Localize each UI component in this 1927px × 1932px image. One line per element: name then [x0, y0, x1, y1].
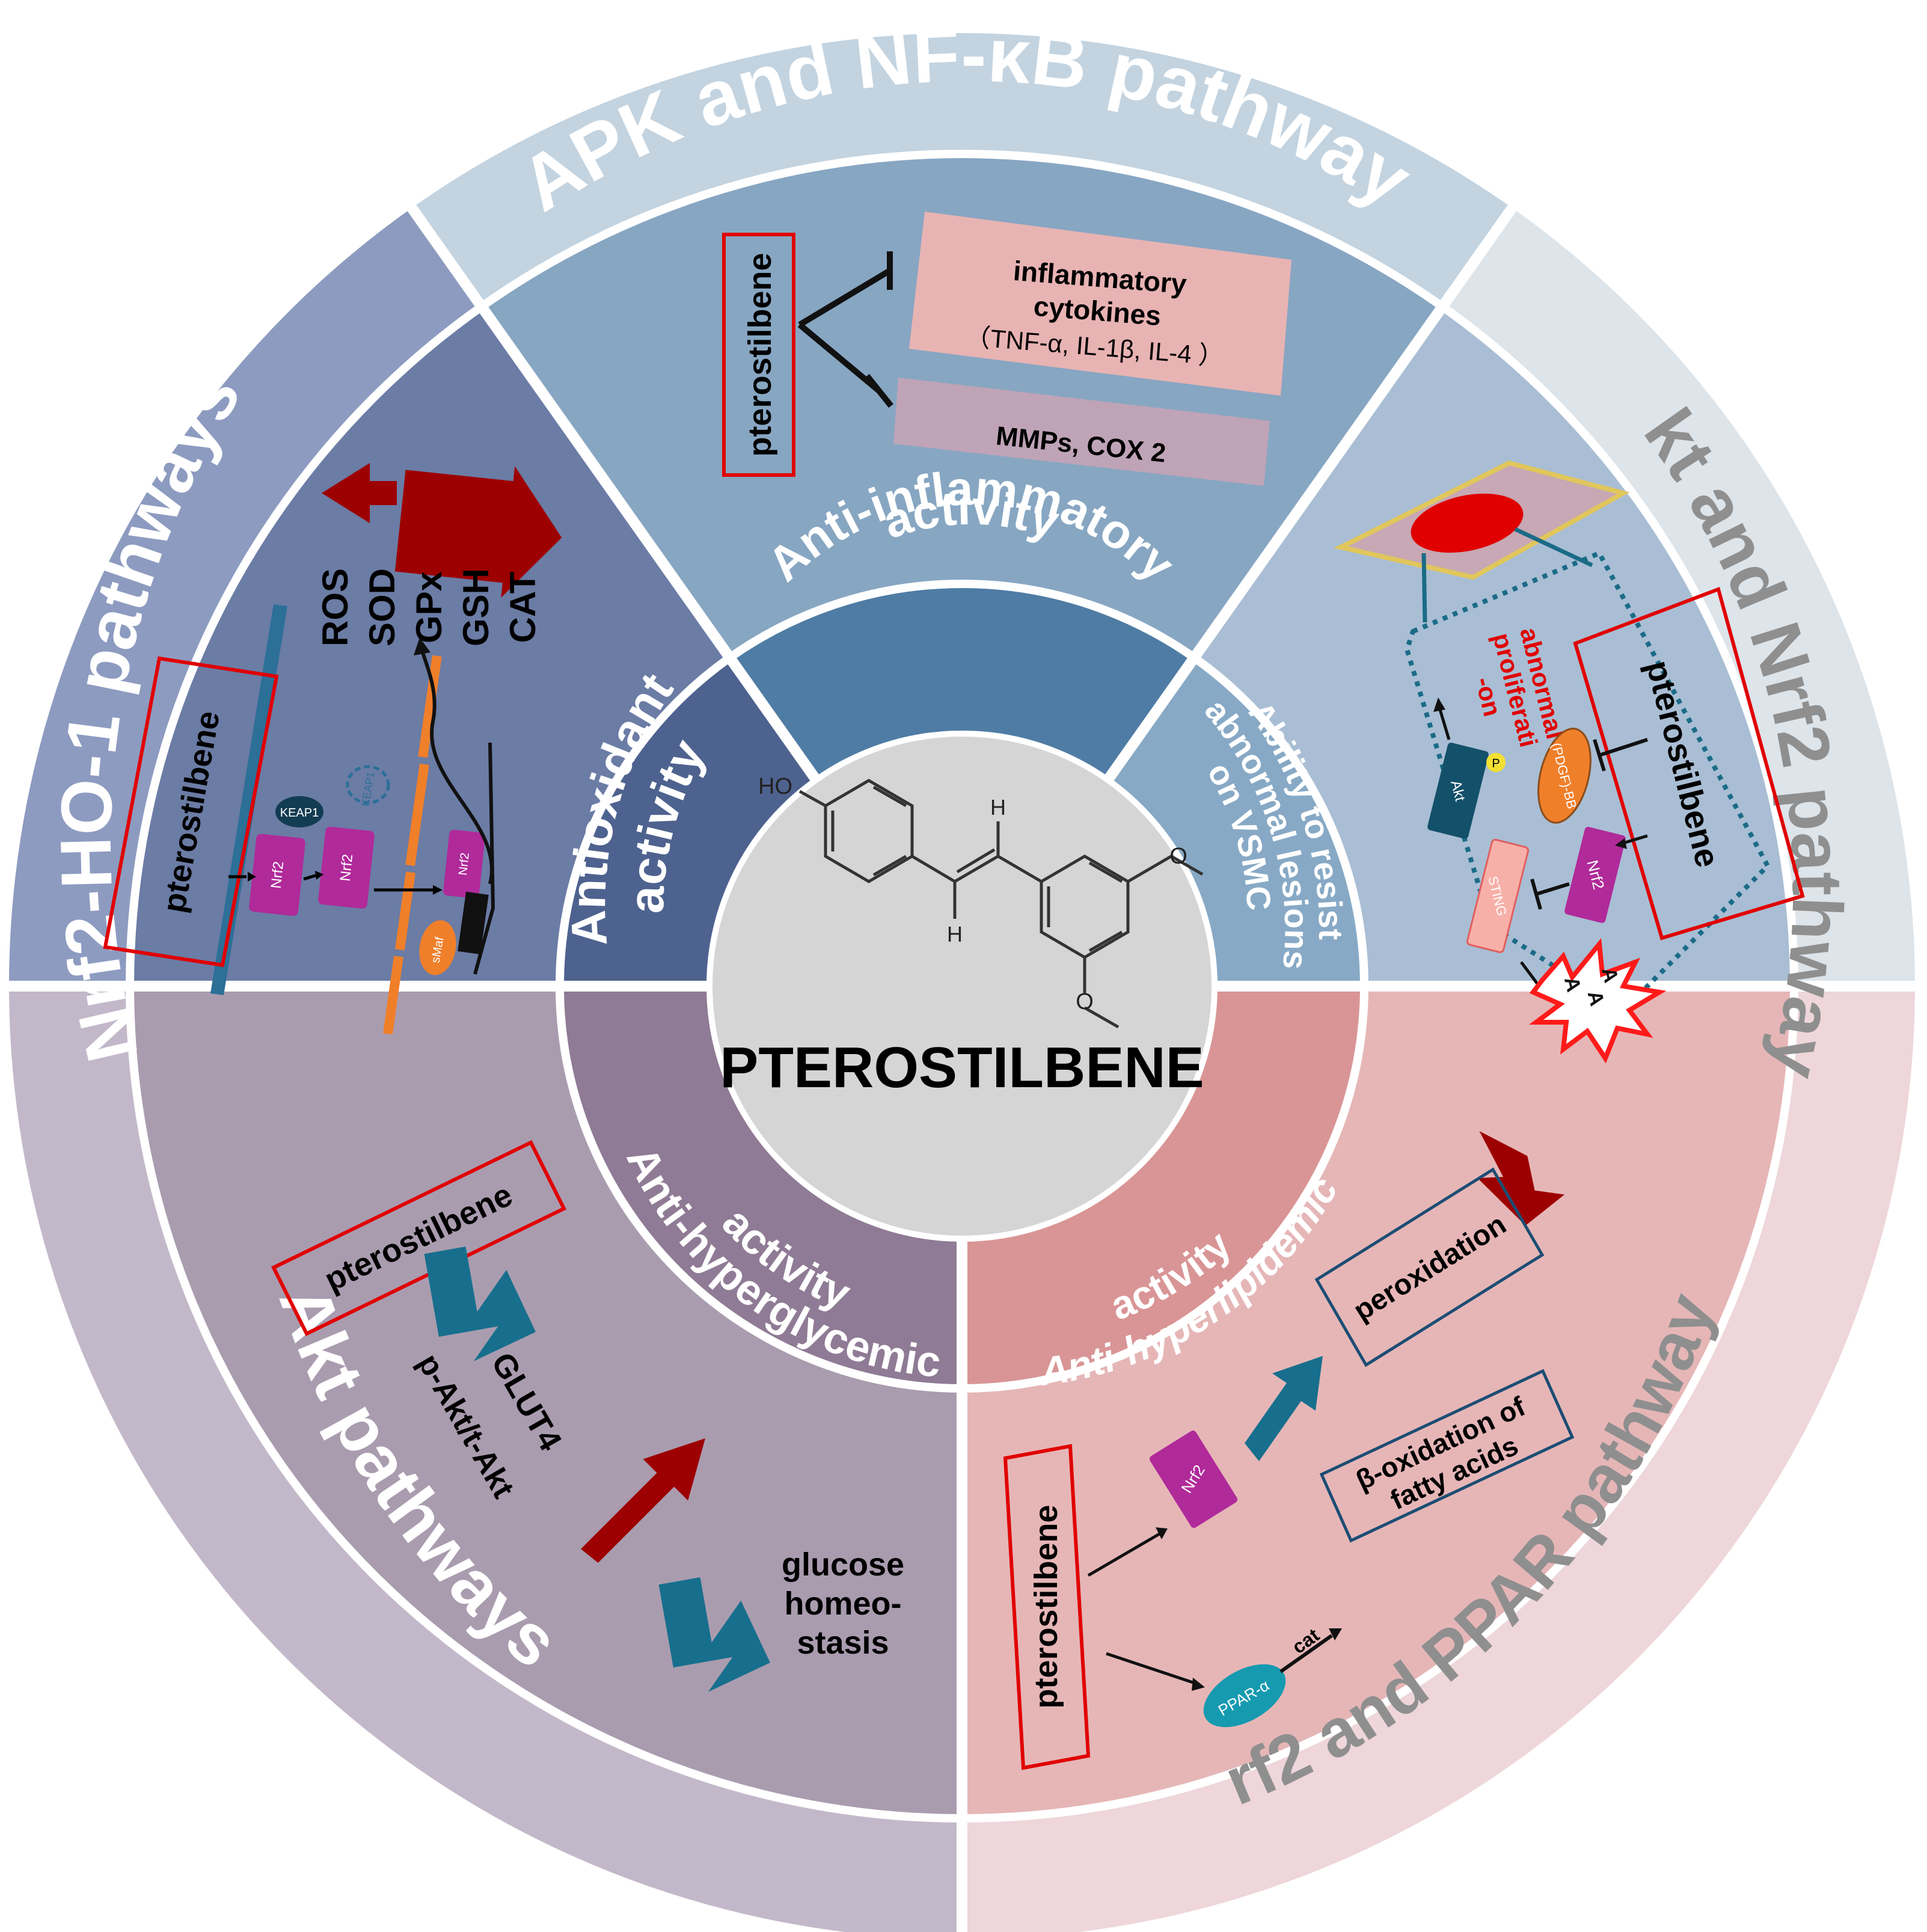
- svg-text:glucose: glucose: [782, 1547, 904, 1583]
- ring-divider-inner: [556, 580, 1368, 1393]
- gsh-label: GSH: [456, 568, 496, 646]
- akt-box: [1427, 743, 1489, 839]
- smaf: [419, 920, 456, 975]
- peroxidation-box: [1314, 1167, 1545, 1367]
- sting-box: [1466, 838, 1530, 954]
- antioxidant-enzyme-arrow: [394, 466, 562, 598]
- cat-label: CAT: [503, 572, 543, 643]
- atom-h: H: [947, 922, 963, 946]
- antioxidant-arrows: [322, 463, 562, 598]
- atom-ho: HO: [758, 774, 792, 799]
- nrf2-label: Nrf2: [456, 852, 472, 876]
- zoom-line: [1421, 553, 1427, 623]
- ring-border-outer: [5, 29, 1919, 1932]
- vsmc-nucleus: [1411, 493, 1524, 553]
- phosphate-label: P: [1492, 757, 1500, 770]
- teal-arrow-1: [424, 1247, 536, 1361]
- center-circle: [706, 731, 1218, 1242]
- membrane-bar: [210, 604, 287, 995]
- svg-text:stasis: stasis: [797, 1625, 889, 1661]
- antioxidant-pterostilbene-box: [103, 656, 279, 968]
- teal-arrow-2: [658, 1577, 770, 1692]
- center-title: PTEROSTILBENE: [720, 1035, 1204, 1100]
- dimethoxy-ring: [1040, 854, 1130, 959]
- hyperlipidemic-pterostilbene-box: [1003, 1444, 1091, 1770]
- glucose-homeostasis-label: glucose homeo- stasis: [782, 1547, 904, 1661]
- inhibition-arrows: [797, 251, 893, 408]
- aaa-burst: [1529, 937, 1667, 1064]
- atom-o: O: [1169, 844, 1187, 869]
- zoom-line: [1514, 527, 1593, 568]
- phosphate: [1486, 753, 1506, 772]
- keap1-label: KEAP1: [280, 806, 319, 820]
- pterostilbene-label: pterostilbene: [1028, 1504, 1064, 1708]
- nrf2-box-1: [249, 833, 305, 916]
- keap1-bound: [275, 796, 323, 827]
- keap1-released: [346, 765, 390, 805]
- mmps-box: [893, 378, 1270, 486]
- gpx-label: GPx: [409, 571, 449, 643]
- nrf2-label: Nrf2: [337, 853, 357, 882]
- nrf2-box-2: [318, 826, 375, 909]
- cytokines-box: [909, 212, 1291, 396]
- beta-oxidation-box: [1319, 1369, 1575, 1543]
- transcription-arrow: [419, 646, 494, 885]
- atom-h: H: [990, 795, 1006, 820]
- svg-text:homeo-: homeo-: [785, 1586, 902, 1622]
- pdgf-bb: [1537, 728, 1592, 824]
- nrf2-box: [1564, 827, 1626, 923]
- ring-divider-middle: [126, 150, 1798, 1823]
- red-arrow-up: [581, 1438, 705, 1563]
- pterostilbene-label: pterostilbene: [742, 253, 778, 456]
- atom-o: O: [1076, 989, 1094, 1014]
- inflammatory-pterostilbene-box: pterostilbene: [722, 233, 795, 477]
- antioxidant-panel: ROS SOD GPx GSH CAT pterostilbene KEAP1 …: [103, 463, 562, 1035]
- aaa-label: A A A: [1560, 965, 1623, 1008]
- sod-label: SOD: [362, 568, 402, 646]
- ros-label: ROS: [315, 568, 355, 646]
- nrf2-box-3: [443, 829, 485, 899]
- ros-arrow: [322, 463, 397, 523]
- chemical-structure: [798, 779, 1204, 1029]
- are-element: [458, 891, 489, 955]
- red-arrow-down: [1477, 1130, 1565, 1226]
- dna-helix: [473, 742, 495, 975]
- teal-arrow: [1245, 1356, 1323, 1461]
- inflammatory-panel: pterostilbene inflammatory cytokines （TN…: [722, 212, 1291, 486]
- nrf2-label: Nrf2: [268, 860, 287, 889]
- ppar-alpha: [1203, 1664, 1286, 1728]
- hyperglycemic-pterostilbene-box: [271, 1140, 567, 1336]
- nrf2-box: [1150, 1431, 1237, 1528]
